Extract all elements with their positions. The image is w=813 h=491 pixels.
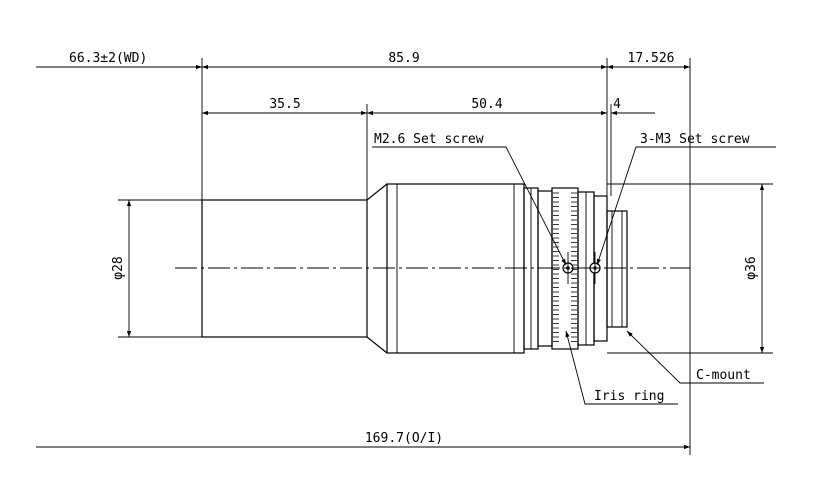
front-barrel xyxy=(201,199,368,338)
extension-lines xyxy=(118,58,773,455)
rear-length-label: 50.4 xyxy=(471,97,502,112)
m26-leader xyxy=(372,146,567,266)
callout-leaders xyxy=(372,146,776,405)
c-mount-label: C-mount xyxy=(696,368,751,383)
m3-screw-label: 3-M3 Set screw xyxy=(640,132,750,147)
cmount-leader xyxy=(626,330,764,384)
front-diameter-label: φ28 xyxy=(111,256,126,279)
c-mount-thread xyxy=(606,210,628,328)
iris-ring-label: Iris ring xyxy=(594,389,664,404)
m3-leader xyxy=(596,146,776,266)
front-length-label: 35.5 xyxy=(269,97,300,112)
body-length-label: 85.9 xyxy=(388,51,419,66)
iris-ring-knurl xyxy=(553,192,577,342)
oi-label: 169.7(O/I) xyxy=(365,431,443,446)
iris-leader xyxy=(565,330,678,405)
dimension-lines xyxy=(36,64,765,450)
small-length-label: 4 xyxy=(613,97,621,112)
rear-diameter-label: φ36 xyxy=(744,256,759,279)
mount-length-label: 17.526 xyxy=(628,51,675,66)
lens-body xyxy=(201,183,628,354)
wd-label: 66.3±2(WD) xyxy=(69,51,147,66)
barrel-taper xyxy=(366,183,388,354)
main-barrel xyxy=(386,183,525,354)
m26-screw-label: M2.6 Set screw xyxy=(374,132,484,147)
